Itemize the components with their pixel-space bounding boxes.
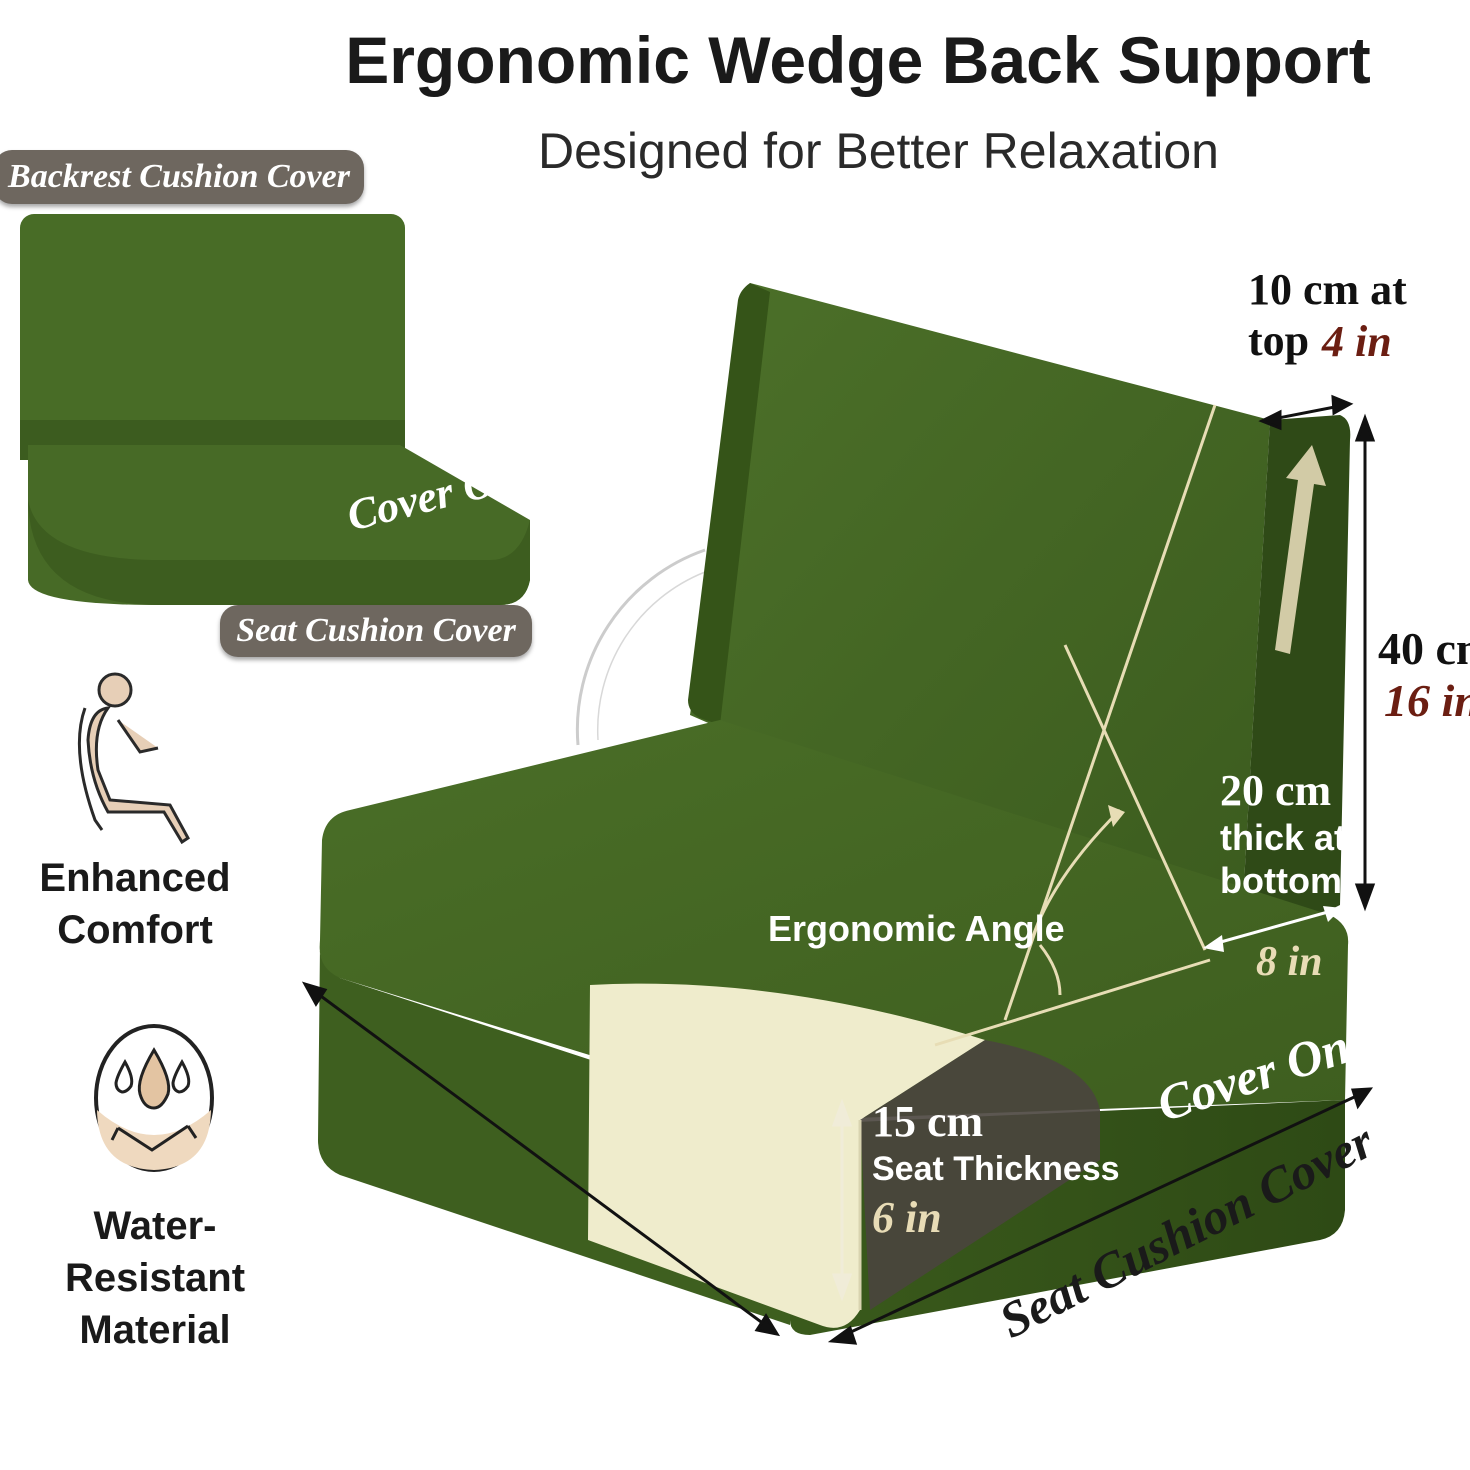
seat-cover-label: Seat Cushion Cover: [236, 612, 516, 649]
ergonomic-angle-label: Ergonomic Angle: [768, 908, 1065, 949]
page-title: Ergonomic Wedge Back Support: [345, 23, 1371, 97]
feature-comfort-line1: Enhanced: [39, 856, 231, 900]
dim-seat-text: Seat Thickness: [872, 1150, 1120, 1188]
dim-bottom-cm: 20 cm: [1220, 766, 1332, 815]
angle-guides: [934, 404, 1217, 1047]
dim-bottom-text1: thick at: [1220, 817, 1347, 858]
dim-top-cm: 10 cm at top: [1248, 265, 1407, 365]
seat-cover-pill: Seat Cushion Cover: [220, 605, 532, 657]
feature-comfort: Enhanced Comfort: [30, 852, 240, 956]
dim-top-in: 4 in: [1322, 317, 1392, 366]
dim-height-cm: 40 cm: [1378, 623, 1470, 674]
dim-bottom-in: 8 in: [1256, 939, 1323, 985]
protractor: [575, 548, 706, 746]
dim-height-in: 16 in: [1384, 675, 1470, 726]
feature-water-line1: Water-Resistant: [64, 1204, 246, 1300]
seated-person-icon: [77, 672, 190, 845]
backrest-cover-pill: Backrest Cushion Cover: [0, 150, 364, 204]
dim-seat-in: 6 in: [872, 1193, 942, 1242]
thumbnail-cushion: [20, 214, 530, 605]
feature-comfort-line2: Comfort: [57, 908, 213, 952]
page-subtitle: Designed for Better Relaxation: [538, 123, 1219, 179]
feature-water-line2: Material: [79, 1308, 231, 1352]
feature-water: Water-Resistant Material: [10, 1200, 300, 1356]
dim-bottom-text2: bottom: [1220, 860, 1342, 901]
backrest-cover-label: Backrest Cushion Cover: [8, 158, 350, 195]
dim-seat-cm: 15 cm: [872, 1097, 984, 1146]
water-drops-icon: [94, 1024, 214, 1172]
